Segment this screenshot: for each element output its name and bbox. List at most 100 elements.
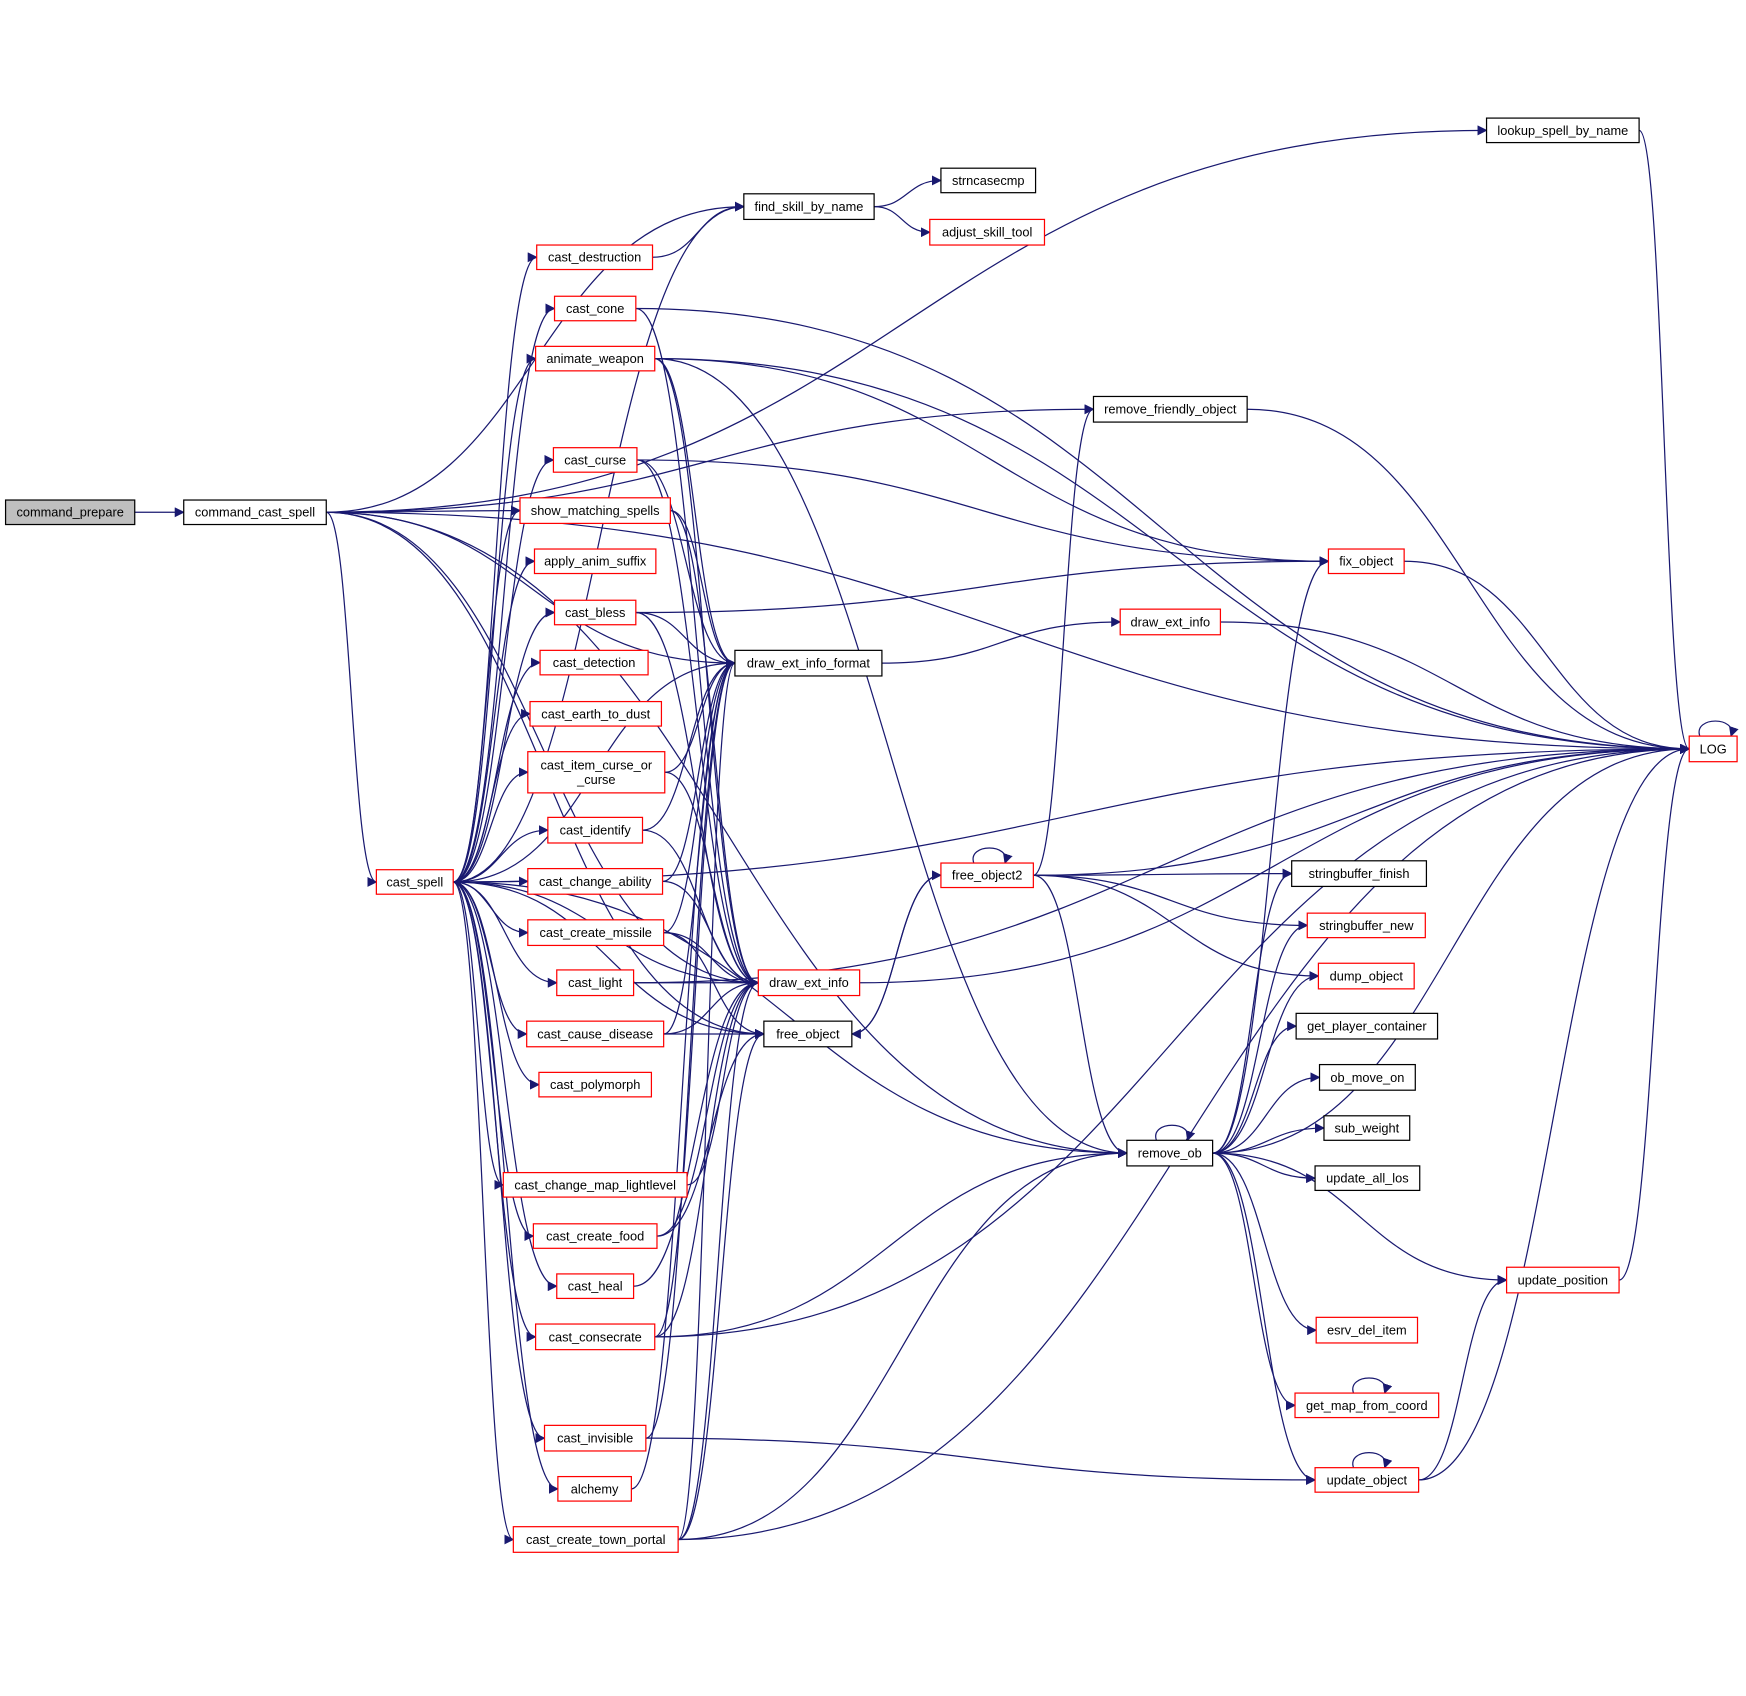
- node-cast_cone[interactable]: cast_cone: [553, 295, 637, 322]
- edge-cast_spell-to-free_object: [453, 881, 765, 1039]
- edge-animate_weapon-to-LOG: [654, 357, 1691, 754]
- node-label: cast_polymorph: [550, 1077, 640, 1092]
- edge-cast_spell-to-cast_item_curse_or_curse: [453, 767, 529, 883]
- node-box: [1327, 548, 1405, 575]
- node-esrv_del_item[interactable]: esrv_del_item: [1315, 1316, 1419, 1344]
- node-box: [1315, 1316, 1419, 1344]
- node-label: cast_cone: [566, 301, 624, 316]
- node-label: esrv_del_item: [1327, 1323, 1407, 1338]
- node-cast_heal[interactable]: cast_heal: [556, 1273, 635, 1300]
- node-label: cast_bless: [565, 605, 625, 620]
- node-box: [1314, 1467, 1420, 1493]
- node-label: update_all_los: [1326, 1171, 1409, 1186]
- node-update_all_los[interactable]: update_all_los: [1314, 1165, 1421, 1192]
- edge-cast_consecrate-to-LOG: [654, 743, 1691, 1338]
- node-cast_detection[interactable]: cast_detection: [539, 649, 649, 676]
- node-cast_consecrate[interactable]: cast_consecrate: [534, 1323, 656, 1351]
- node-cast_change_ability[interactable]: cast_change_ability: [527, 867, 664, 895]
- node-sub_weight[interactable]: sub_weight: [1323, 1115, 1411, 1141]
- node-draw_ext_info[interactable]: draw_ext_info: [757, 969, 861, 997]
- edge-remove_friendly_object-to-LOG: [1247, 408, 1691, 754]
- edge-update_position-to-LOG: [1618, 744, 1691, 1281]
- edge-command_cast_spell-to-draw_ext_info: [326, 511, 760, 988]
- node-cast_identify[interactable]: cast_identify: [547, 816, 644, 844]
- node-find_skill_by_name[interactable]: find_skill_by_name: [743, 193, 875, 221]
- node-remove_friendly_object[interactable]: remove_friendly_object: [1092, 395, 1248, 423]
- node-label: cast_light: [568, 975, 623, 990]
- node-cast_bless[interactable]: cast_bless: [553, 599, 637, 626]
- edge-cast_create_town_portal-to-free_object: [677, 1029, 765, 1541]
- node-cast_curse[interactable]: cast_curse: [552, 447, 638, 473]
- node-cast_create_town_portal[interactable]: cast_create_town_portal: [512, 1526, 679, 1553]
- edge-find_skill_by_name-to-adjust_skill_tool: [874, 205, 931, 238]
- edge-cast_curse-to-draw_ext_info: [636, 459, 760, 988]
- node-cast_polymorph[interactable]: cast_polymorph: [538, 1071, 653, 1098]
- node-box: [1317, 962, 1415, 990]
- edge-remove_ob-to-ob_move_on: [1212, 1072, 1321, 1154]
- node-fix_object[interactable]: fix_object: [1327, 548, 1405, 575]
- node-draw_ext_info_upper[interactable]: draw_ext_info: [1119, 608, 1222, 636]
- node-label: _curse: [576, 772, 615, 787]
- node-cast_create_food[interactable]: cast_create_food: [532, 1223, 658, 1249]
- node-label: adjust_skill_tool: [942, 225, 1032, 240]
- node-lookup_spell_by_name[interactable]: lookup_spell_by_name: [1485, 117, 1640, 144]
- node-animate_weapon[interactable]: animate_weapon: [534, 345, 656, 372]
- node-ob_move_on[interactable]: ob_move_on: [1318, 1063, 1416, 1091]
- node-cast_spell[interactable]: cast_spell: [375, 869, 454, 895]
- node-cast_destruction[interactable]: cast_destruction: [536, 244, 654, 271]
- node-stringbuffer_finish[interactable]: stringbuffer_finish: [1291, 860, 1428, 888]
- node-label: ob_move_on: [1330, 1070, 1404, 1085]
- node-command_cast_spell[interactable]: command_cast_spell: [183, 499, 327, 526]
- node-box: [553, 295, 637, 322]
- node-box: [1294, 1392, 1440, 1419]
- edge-cast_cause_disease-to-draw_ext_info: [663, 977, 760, 1035]
- node-label: strncasecmp: [952, 173, 1025, 188]
- node-box: [757, 969, 861, 997]
- node-box: [1318, 1063, 1416, 1091]
- node-label: remove_friendly_object: [1104, 402, 1237, 417]
- node-draw_ext_info_format[interactable]: draw_ext_info_format: [734, 649, 883, 677]
- node-adjust_skill_tool[interactable]: adjust_skill_tool: [929, 218, 1046, 246]
- node-box: [529, 700, 663, 727]
- node-box: [532, 1223, 658, 1249]
- node-apply_anim_suffix[interactable]: apply_anim_suffix: [533, 548, 657, 575]
- edge-cast_create_missile-to-draw_ext_info_format: [663, 658, 736, 934]
- node-update_position[interactable]: update_position: [1505, 1266, 1620, 1294]
- node-label: cast_item_curse_or: [540, 757, 652, 772]
- edge-remove_ob-to-update_position: [1212, 1152, 1508, 1286]
- edge-command_cast_spell-to-draw_ext_info_format: [326, 511, 736, 669]
- node-cast_cause_disease[interactable]: cast_cause_disease: [526, 1020, 665, 1048]
- node-cast_invisible[interactable]: cast_invisible: [543, 1424, 647, 1452]
- node-get_map_from_coord[interactable]: get_map_from_coord: [1294, 1392, 1440, 1419]
- node-command_prepare[interactable]: command_prepare: [4, 499, 136, 526]
- node-free_object2[interactable]: free_object2: [940, 862, 1034, 889]
- node-label: dump_object: [1330, 969, 1404, 984]
- edge-cast_spell-to-remove_ob: [453, 881, 1128, 1159]
- node-cast_change_map_lightlevel[interactable]: cast_change_map_lightlevel: [502, 1171, 688, 1198]
- edge-cast_spell-to-cast_curse: [453, 455, 555, 883]
- node-label: LOG: [1700, 741, 1727, 756]
- node-box: [502, 1171, 688, 1198]
- node-cast_item_curse_or_curse[interactable]: cast_item_curse_or_curse: [527, 751, 666, 794]
- edge-command_cast_spell-to-LOG: [326, 511, 1691, 754]
- node-strncasecmp[interactable]: strncasecmp: [940, 167, 1037, 194]
- node-show_matching_spells[interactable]: show_matching_spells: [519, 497, 671, 525]
- node-update_object[interactable]: update_object: [1314, 1467, 1420, 1493]
- node-LOG[interactable]: LOG: [1688, 735, 1738, 763]
- node-cast_create_missile[interactable]: cast_create_missile: [527, 919, 665, 947]
- node-alchemy[interactable]: alchemy: [557, 1475, 632, 1502]
- node-get_player_container[interactable]: get_player_container: [1295, 1012, 1439, 1040]
- node-cast_earth_to_dust[interactable]: cast_earth_to_dust: [529, 700, 663, 727]
- node-box: [1505, 1266, 1620, 1294]
- node-box: [1323, 1115, 1411, 1141]
- node-label: cast_change_ability: [539, 874, 652, 889]
- edge-cast_bless-to-fix_object: [635, 556, 1330, 614]
- node-stringbuffer_new[interactable]: stringbuffer_new: [1306, 912, 1426, 939]
- node-label: draw_ext_info: [769, 975, 849, 990]
- node-cast_light[interactable]: cast_light: [556, 969, 635, 997]
- edge-cast_spell-to-cast_heal: [453, 881, 558, 1292]
- edge-cast_spell-to-cast_create_town_portal: [452, 881, 515, 1545]
- node-free_object[interactable]: free_object: [763, 1020, 853, 1048]
- node-dump_object[interactable]: dump_object: [1317, 962, 1415, 990]
- node-remove_ob[interactable]: remove_ob: [1126, 1139, 1214, 1167]
